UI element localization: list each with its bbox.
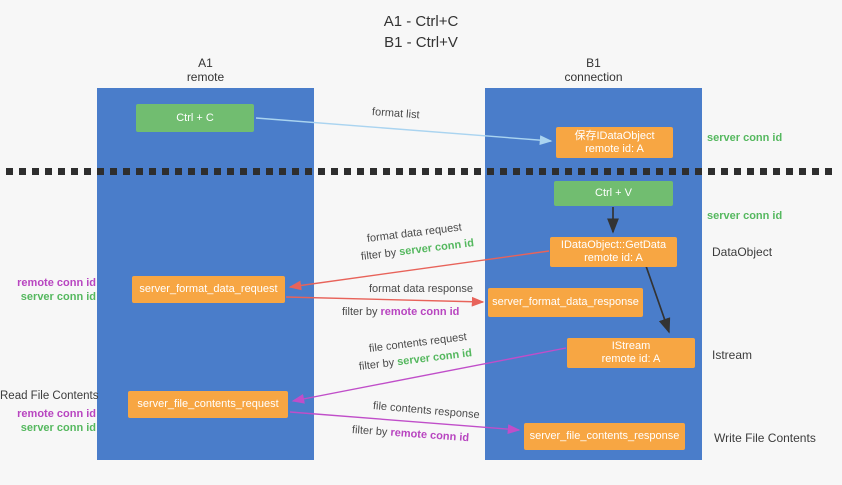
- server-conn-id-right-mid: server conn id: [707, 210, 783, 222]
- ctrl-c-label: Ctrl + C: [176, 111, 214, 124]
- left-conn-id-block-1: remote conn id server conn id: [0, 276, 96, 304]
- server-file-contents-response-box: server_file_contents_response: [524, 423, 685, 450]
- server-conn-id-label: server conn id: [20, 422, 96, 434]
- column-a-header: A1 remote: [97, 56, 314, 84]
- remote-conn-id-label: remote conn id: [17, 408, 96, 420]
- server-format-data-response-box: server_format_data_response: [488, 288, 643, 317]
- filter-by-text: filter by: [342, 306, 378, 318]
- dotted-divider: [6, 168, 834, 175]
- remote-conn-id-text: remote conn id: [380, 306, 460, 318]
- getdata-box: IDataObject::GetData remote id: A: [550, 237, 677, 267]
- filter-by-text: filter by: [351, 424, 388, 439]
- save-idataobject-box: 保存IDataObject remote id: A: [556, 127, 673, 158]
- getdata-line2: remote id: A: [584, 252, 643, 264]
- server-format-data-response-label: server_format_data_response: [492, 296, 639, 308]
- file-contents-response-arrow: [289, 411, 521, 435]
- save-idataobject-line1: 保存IDataObject: [574, 129, 655, 142]
- ctrl-c-box: Ctrl + C: [136, 104, 254, 132]
- getdata-to-istream-arrow: [645, 265, 671, 334]
- getdata-line1: IDataObject::GetData: [560, 239, 667, 251]
- title-line-1: A1 - Ctrl+C: [383, 13, 459, 30]
- istream-line1: IStream: [611, 340, 651, 352]
- server-format-data-request-label: server_format_data_request: [139, 283, 278, 295]
- column-b-name: B1: [586, 56, 601, 70]
- ctrl-v-box: Ctrl + V: [554, 181, 673, 206]
- istream-box: IStream remote id: A: [567, 338, 695, 368]
- ctrl-v-label: Ctrl + V: [595, 187, 632, 199]
- server-format-data-request-box: server_format_data_request: [132, 276, 285, 303]
- diagram-title: A1 - Ctrl+C B1 - Ctrl+V: [0, 11, 842, 53]
- filter-by-remote-conn-id-label-1: filter by remote conn id: [342, 306, 459, 318]
- dataobject-label: DataObject: [712, 245, 773, 259]
- left-conn-id-block-2: remote conn id server conn id: [0, 407, 96, 435]
- save-idataobject-line2: remote id: A: [585, 142, 644, 155]
- write-file-contents-label: Write File Contents: [714, 431, 816, 445]
- server-conn-id-right-top: server conn id: [707, 132, 783, 144]
- format-list-arrow: [255, 117, 553, 146]
- server-file-contents-request-label: server_file_contents_request: [137, 398, 279, 410]
- column-b-role: connection: [564, 70, 623, 84]
- istream-side-label: Istream: [712, 348, 753, 362]
- column-a-name: A1: [198, 56, 213, 70]
- format-data-request-arrow: [288, 250, 550, 291]
- title-line-2: B1 - Ctrl+V: [384, 34, 458, 51]
- file-contents-request-arrow: [291, 347, 567, 404]
- server-file-contents-request-box: server_file_contents_request: [128, 391, 288, 418]
- server-conn-id-label: server conn id: [20, 291, 96, 303]
- format-data-response-label: format data response: [369, 283, 473, 295]
- read-file-contents-label: Read File Contents: [0, 390, 99, 402]
- format-data-response-arrow: [285, 296, 485, 307]
- column-a-role: remote: [186, 70, 225, 84]
- istream-line2: remote id: A: [601, 353, 661, 365]
- server-file-contents-response-label: server_file_contents_response: [529, 430, 680, 442]
- remote-conn-id-label: remote conn id: [17, 277, 96, 289]
- column-b-header: B1 connection: [485, 56, 702, 84]
